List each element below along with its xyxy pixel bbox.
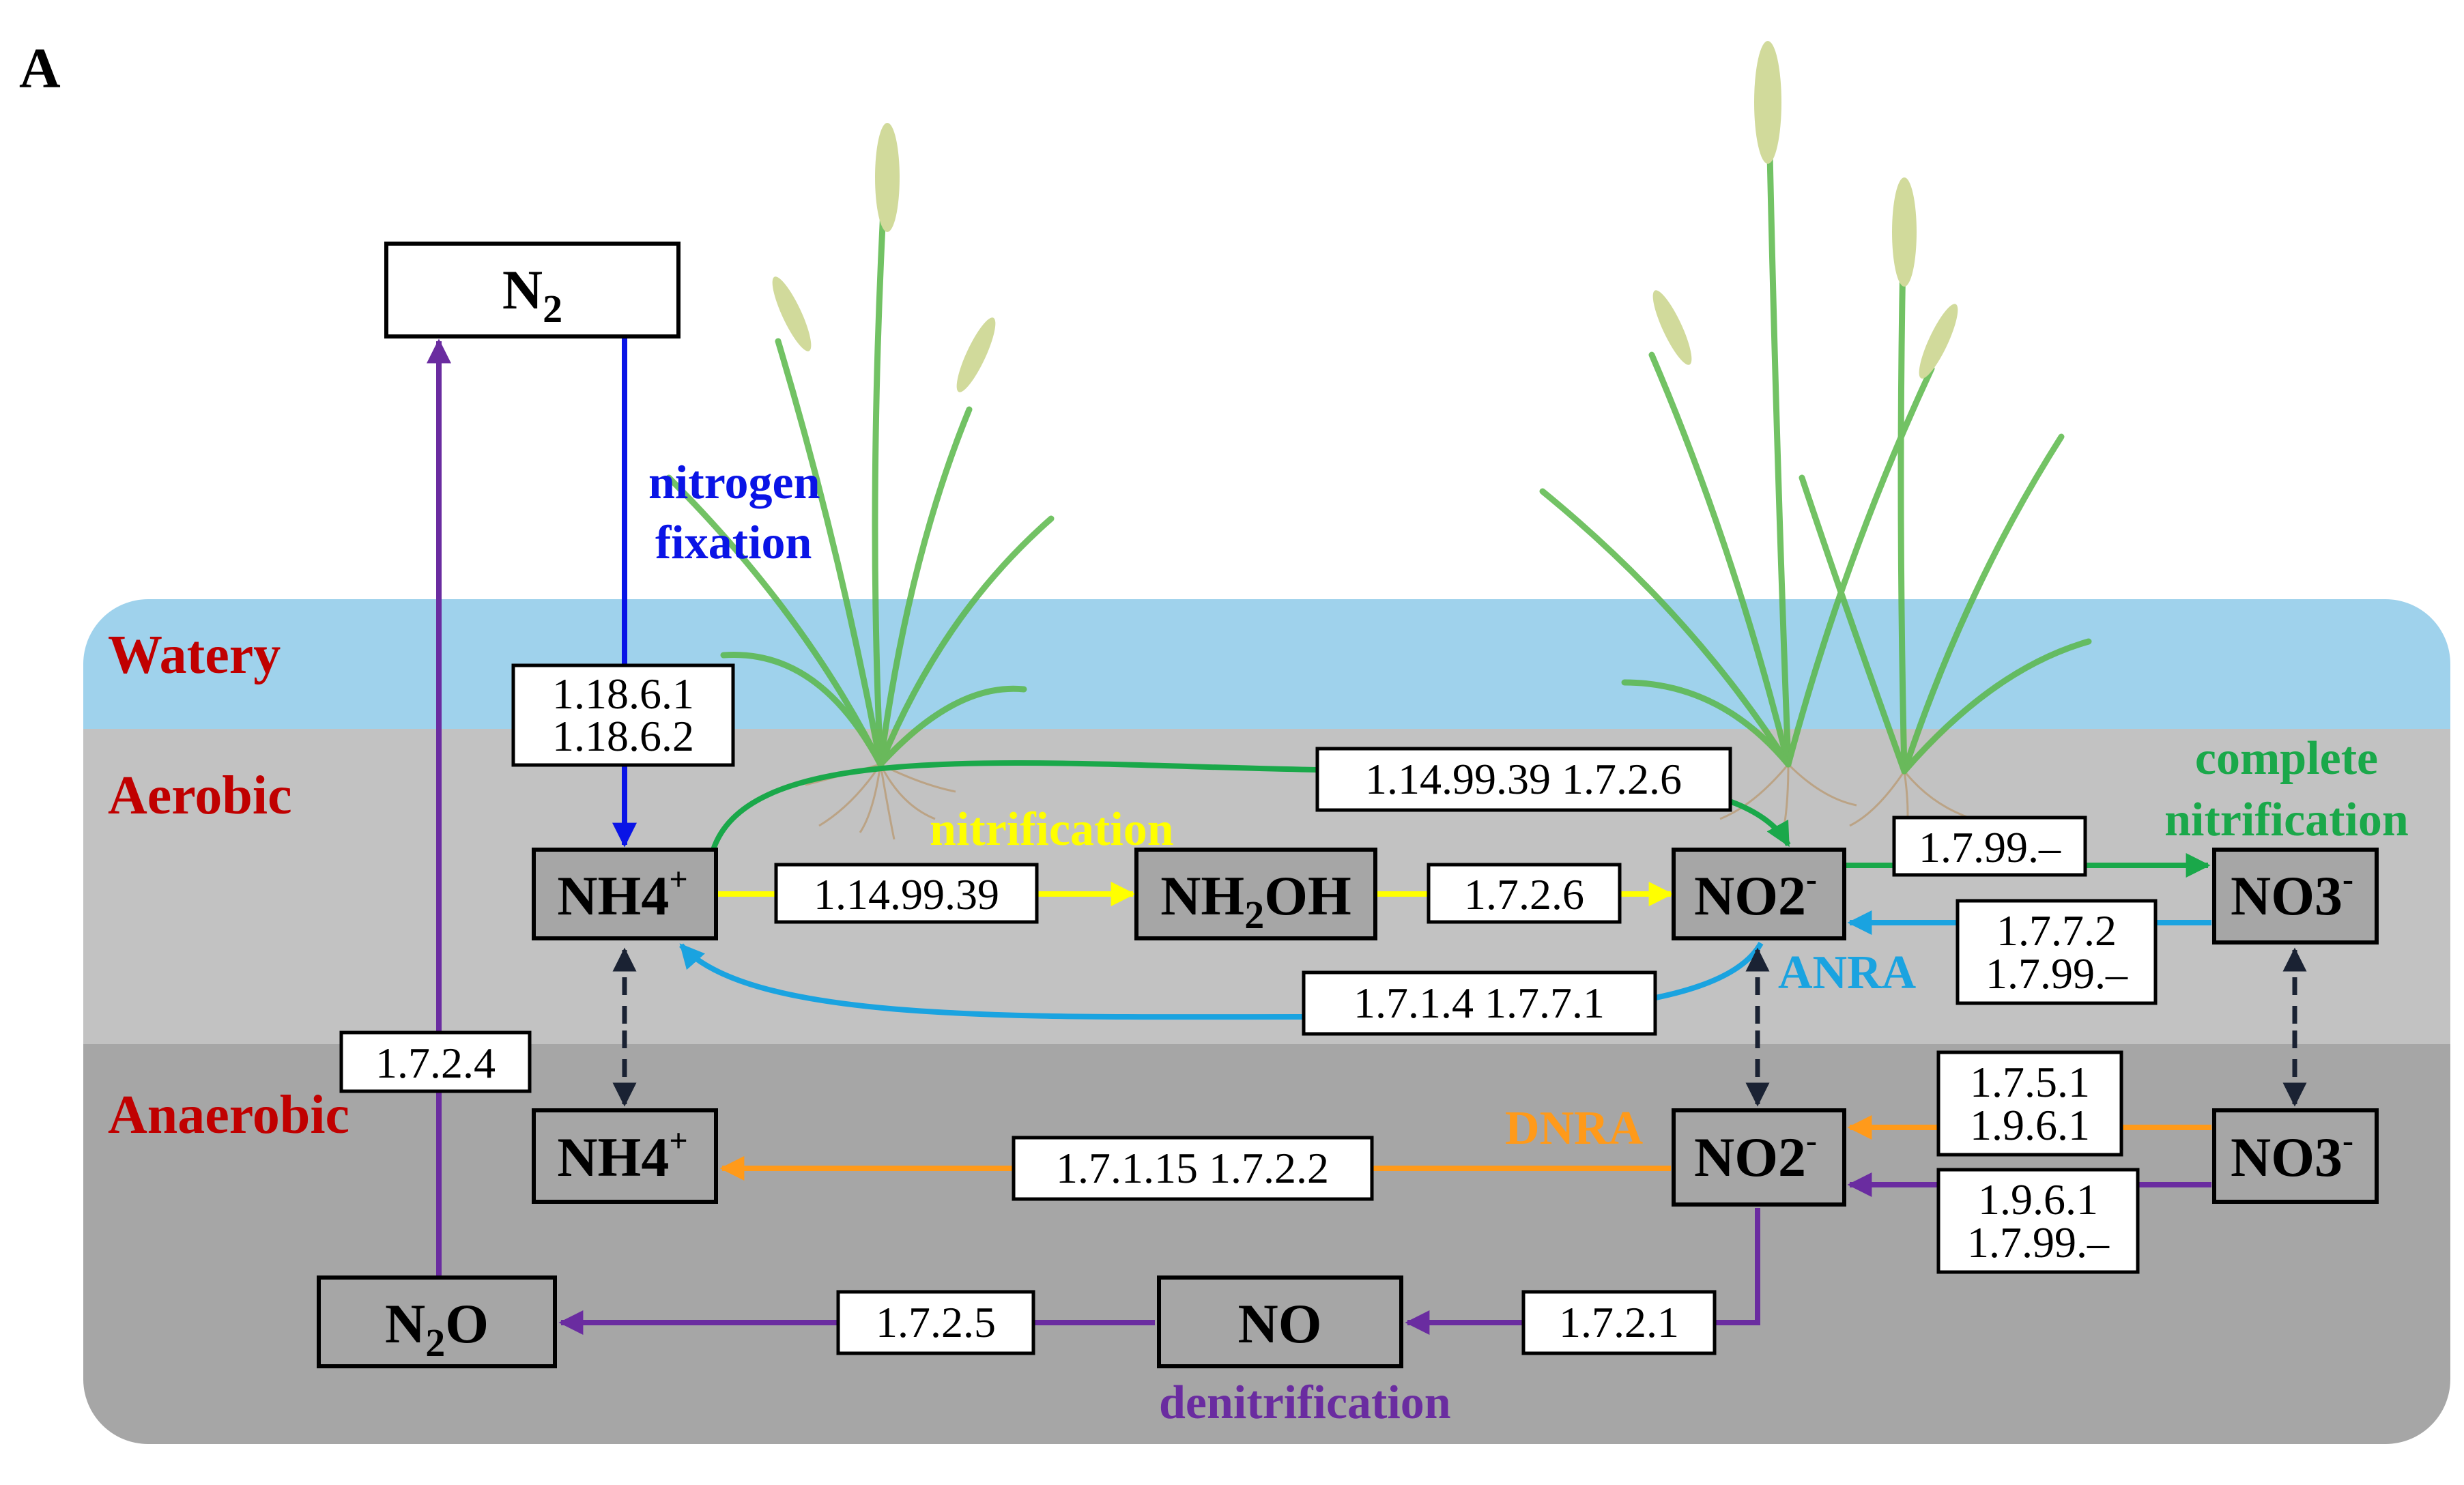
- zone-label-anaerobic: Anaerobic: [108, 1085, 349, 1145]
- pathway-dnra: DNRA: [1505, 1102, 1644, 1155]
- pathway-anra: ANRA: [1778, 947, 1917, 999]
- svg-text:1.7.2.5: 1.7.2.5: [876, 1298, 996, 1346]
- svg-text:N2: N2: [502, 259, 562, 331]
- svg-text:NO2-: NO2-: [1694, 861, 1817, 927]
- enzyme-box-no2-to-no: 1.7.2.1: [1521, 1290, 1717, 1355]
- node-nh2oh: NH2OH: [1134, 848, 1377, 940]
- enzyme-box-no2-to-no3: 1.7.99.–: [1892, 816, 2087, 877]
- svg-text:1.7.1.15 1.7.2.2: 1.7.1.15 1.7.2.2: [1056, 1144, 1329, 1192]
- svg-text:1.7.2.6: 1.7.2.6: [1464, 870, 1584, 919]
- pathway-complete-nitrification-line1: complete: [2195, 732, 2378, 785]
- svg-text:NH2OH: NH2OH: [1160, 865, 1351, 937]
- watery-layer: [83, 599, 2450, 729]
- enzyme-box-fixation: 1.18.6.1 1.18.6.2: [511, 663, 735, 767]
- svg-text:NH4+: NH4+: [557, 1123, 687, 1188]
- node-no3-aerobic: NO3-: [2212, 848, 2379, 945]
- svg-text:1.9.6.1: 1.9.6.1: [1970, 1101, 2090, 1149]
- zone-label-watery: Watery: [108, 625, 281, 685]
- pathway-nitrogen-fixation-line2: fixation: [655, 517, 812, 569]
- enzyme-box-nh4-to-no2-bypass: 1.14.99.39 1.7.2.6: [1315, 747, 1732, 812]
- enzyme-box-no2-to-nh4-anra: 1.7.1.4 1.7.7.1: [1302, 970, 1657, 1036]
- enzyme-box-no2-to-nh4-dnra: 1.7.1.15 1.7.2.2: [1012, 1136, 1374, 1201]
- rice-plant-right: [1539, 41, 2092, 847]
- svg-text:1.9.6.1: 1.9.6.1: [1978, 1175, 2098, 1224]
- svg-text:1.18.6.2: 1.18.6.2: [552, 712, 694, 760]
- pathway-complete-nitrification-line2: nitrification: [2164, 794, 2409, 846]
- svg-text:NH4+: NH4+: [557, 861, 687, 927]
- zone-label-aerobic: Aerobic: [108, 766, 292, 826]
- enzyme-box-no-to-n2o: 1.7.2.5: [836, 1290, 1035, 1355]
- rice-plant-left: [665, 123, 1055, 840]
- svg-text:N2O: N2O: [385, 1293, 489, 1365]
- svg-text:1.14.99.39 1.7.2.6: 1.14.99.39 1.7.2.6: [1365, 755, 1682, 803]
- node-no3-anaerobic: NO3-: [2212, 1108, 2379, 1204]
- node-no2-aerobic: NO2-: [1672, 848, 1846, 940]
- arrow-no2-to-nh4-anra: [679, 942, 1764, 1020]
- node-nh4-aerobic: NH4+: [532, 848, 718, 940]
- svg-text:1.7.99.–: 1.7.99.–: [1986, 949, 2128, 998]
- svg-text:NO3-: NO3-: [2231, 1123, 2353, 1188]
- enzyme-box-no3-to-no2-denit: 1.9.6.1 1.7.99.–: [1936, 1168, 2140, 1274]
- node-no2-anaerobic: NO2-: [1672, 1108, 1846, 1207]
- svg-text:1.7.99.–: 1.7.99.–: [1967, 1218, 2110, 1267]
- svg-text:1.14.99.39: 1.14.99.39: [814, 870, 999, 919]
- enzyme-box-no3-to-no2-dnra: 1.7.5.1 1.9.6.1: [1936, 1050, 2123, 1157]
- pathway-nitrification: nitrification: [930, 803, 1174, 856]
- svg-text:1.7.1.4 1.7.7.1: 1.7.1.4 1.7.7.1: [1353, 979, 1605, 1027]
- enzyme-box-nh2oh-to-no2: 1.7.2.6: [1427, 863, 1622, 924]
- svg-text:1.7.5.1: 1.7.5.1: [1970, 1058, 2090, 1106]
- svg-text:NO3-: NO3-: [2231, 861, 2353, 927]
- svg-text:1.7.99.–: 1.7.99.–: [1919, 823, 2061, 871]
- node-nh4-anaerobic: NH4+: [532, 1108, 718, 1204]
- panel-label: A: [19, 37, 61, 100]
- enzyme-box-no3-to-no2-anra: 1.7.7.2 1.7.99.–: [1956, 899, 2158, 1005]
- node-no: NO: [1157, 1275, 1403, 1368]
- node-n2: N2: [384, 242, 681, 338]
- node-n2o: N2O: [317, 1275, 557, 1368]
- pathway-nitrogen-fixation-line1: nitrogen: [648, 457, 820, 509]
- svg-text:1.7.2.4: 1.7.2.4: [375, 1039, 496, 1087]
- svg-text:NO: NO: [1238, 1293, 1322, 1355]
- svg-text:NO2-: NO2-: [1694, 1123, 1817, 1188]
- pathway-denitrification: denitrification: [1159, 1376, 1451, 1429]
- svg-text:1.7.7.2: 1.7.7.2: [1996, 906, 2117, 955]
- enzyme-box-n2o-to-n2: 1.7.2.4: [339, 1030, 532, 1093]
- svg-text:1.18.6.1: 1.18.6.1: [552, 669, 694, 718]
- svg-text:1.7.2.1: 1.7.2.1: [1559, 1298, 1679, 1346]
- enzyme-box-nh4-to-nh2oh: 1.14.99.39: [774, 863, 1039, 924]
